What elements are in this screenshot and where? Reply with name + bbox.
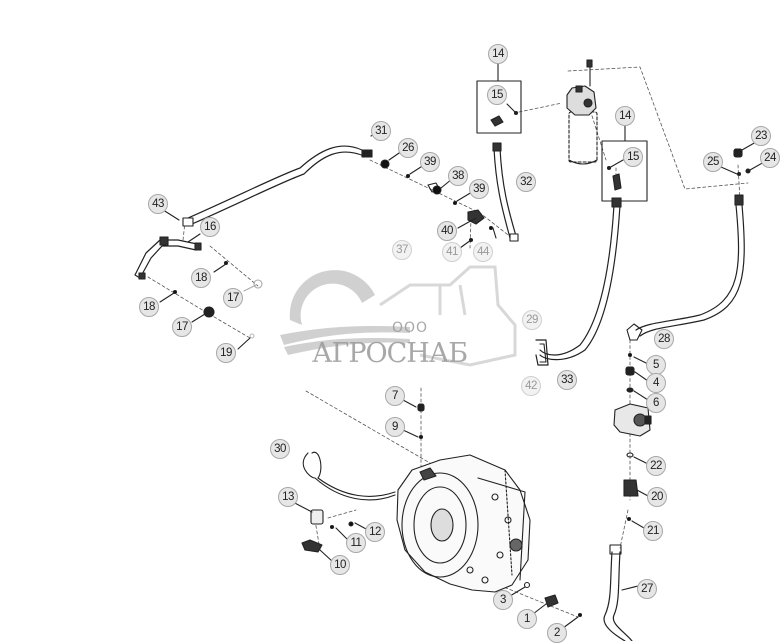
callout-39[interactable]: 39 — [420, 152, 440, 172]
callout-43[interactable]: 43 — [148, 194, 168, 214]
callout-42[interactable]: 42 — [521, 376, 541, 396]
callout-23[interactable]: 23 — [751, 126, 771, 146]
callout-37[interactable]: 37 — [392, 240, 412, 260]
callout-14[interactable]: 14 — [488, 44, 508, 64]
callout-9[interactable]: 9 — [385, 417, 405, 437]
hose-32 — [492, 142, 519, 242]
breather-hose-30 — [302, 451, 396, 501]
callout-31[interactable]: 31 — [371, 121, 391, 141]
callout-16[interactable]: 16 — [200, 217, 220, 237]
callout-14[interactable]: 14 — [615, 106, 635, 126]
detail-box-14-right — [601, 125, 648, 202]
callout-7[interactable]: 7 — [385, 386, 405, 406]
callout-26[interactable]: 26 — [398, 138, 418, 158]
callout-44[interactable]: 44 — [473, 242, 493, 262]
callout-17[interactable]: 17 — [223, 288, 243, 308]
steel-line-16 — [134, 236, 202, 280]
hose-27 — [603, 544, 639, 641]
callout-27[interactable]: 27 — [637, 579, 657, 599]
pump-column-parts — [623, 352, 649, 529]
callout-4[interactable]: 4 — [646, 373, 666, 393]
callout-25[interactable]: 25 — [703, 152, 723, 172]
callout-40[interactable]: 40 — [437, 221, 457, 241]
callout-1[interactable]: 1 — [517, 609, 537, 629]
callout-19[interactable]: 19 — [216, 343, 236, 363]
transmission-housing — [396, 454, 531, 593]
callout-29[interactable]: 29 — [522, 310, 542, 330]
callout-30[interactable]: 30 — [270, 439, 290, 459]
callout-10[interactable]: 10 — [330, 555, 350, 575]
fittings-26-38-39-40 — [370, 130, 497, 249]
callout-5[interactable]: 5 — [646, 355, 666, 375]
callout-12[interactable]: 12 — [365, 522, 385, 542]
callout-11[interactable]: 11 — [346, 533, 366, 553]
fittings-7-9 — [402, 399, 425, 440]
callout-3[interactable]: 3 — [493, 590, 513, 610]
callout-13[interactable]: 13 — [278, 487, 298, 507]
callout-39[interactable]: 39 — [469, 179, 489, 199]
callout-24[interactable]: 24 — [760, 148, 780, 168]
callout-41[interactable]: 41 — [442, 242, 462, 262]
filter-assembly — [566, 59, 598, 165]
callout-20[interactable]: 20 — [647, 487, 667, 507]
hose-31 — [182, 145, 373, 227]
callout-6[interactable]: 6 — [646, 393, 666, 413]
callout-15[interactable]: 15 — [487, 85, 507, 105]
hose-33-assembly — [535, 197, 622, 366]
callout-21[interactable]: 21 — [643, 521, 663, 541]
callout-32[interactable]: 32 — [516, 172, 536, 192]
callout-33[interactable]: 33 — [557, 370, 577, 390]
fittings-17-18-19 — [159, 207, 263, 350]
callout-38[interactable]: 38 — [448, 166, 468, 186]
callout-18[interactable]: 18 — [191, 268, 211, 288]
callout-2[interactable]: 2 — [547, 623, 567, 643]
hydraulic-pump — [613, 403, 652, 437]
callout-17[interactable]: 17 — [172, 317, 192, 337]
detail-box-14-left — [476, 63, 522, 134]
callout-22[interactable]: 22 — [646, 456, 666, 476]
callout-18[interactable]: 18 — [139, 297, 159, 317]
fittings-23-24-25 — [720, 141, 765, 177]
hose-28 — [626, 194, 745, 341]
callout-15[interactable]: 15 — [623, 147, 643, 167]
callout-28[interactable]: 28 — [654, 329, 674, 349]
